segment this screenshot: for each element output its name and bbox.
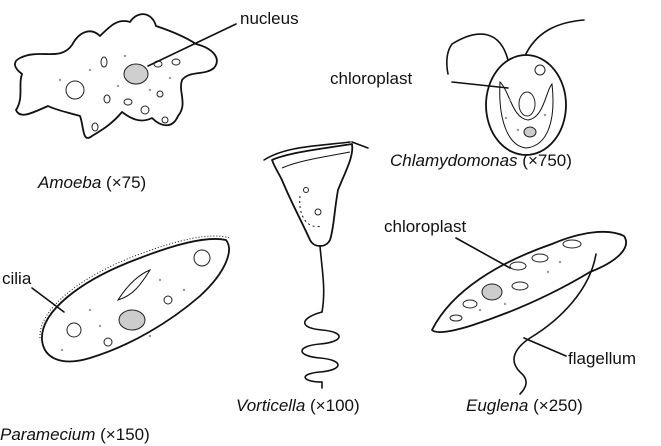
vorticella-magnification: (×100) <box>305 396 359 415</box>
chlamydomonas-magnification: (×750) <box>518 151 572 170</box>
paramecium-body <box>42 239 229 361</box>
chlamydomonas-drawing <box>447 20 584 155</box>
paramecium-drawing <box>32 236 230 361</box>
amoeba-name: Amoeba <box>37 173 101 192</box>
vorticella-stalk <box>320 246 324 312</box>
paramecium-caption: Paramecium (×150) <box>0 425 150 444</box>
vorticella-name: Vorticella <box>236 396 305 415</box>
nucleus-label: nucleus <box>240 9 299 28</box>
amoeba-drawing <box>15 14 236 138</box>
amoeba-body <box>15 14 217 138</box>
chlamydomonas-caption: Chlamydomonas (×750) <box>390 151 572 170</box>
vorticella-caption: Vorticella (×100) <box>236 396 360 415</box>
amoeba-nucleus <box>124 64 148 84</box>
cilia-leader-line <box>32 288 64 312</box>
vorticella-coiled-stalk <box>302 312 339 382</box>
chlamy-pyrenoid <box>524 127 536 137</box>
euglena-magnification: (×250) <box>528 396 582 415</box>
euglena-caption: Euglena (×250) <box>466 396 583 415</box>
euglena-name: Euglena <box>466 396 528 415</box>
cilia-label: cilia <box>2 269 32 288</box>
chlamy-nucleus <box>519 92 535 116</box>
amoeba-magnification: (×75) <box>101 173 146 192</box>
chlamy-flagellum-right <box>524 20 584 58</box>
amoeba-caption: Amoeba (×75) <box>37 173 146 192</box>
paramecium-macronucleus <box>119 310 145 330</box>
euglena-chloroplast-leader-line <box>456 238 510 268</box>
euglena-drawing <box>432 232 626 394</box>
chloroplast-label-chlamydomonas: chloroplast <box>330 69 412 88</box>
euglena-body <box>432 232 626 332</box>
chloroplast-label-euglena: chloroplast <box>384 217 466 236</box>
paramecium-magnification: (×150) <box>95 425 149 444</box>
vorticella-drawing <box>264 142 368 388</box>
flagellum-label: flagellum <box>568 349 636 368</box>
chlamydomonas-name: Chlamydomonas <box>390 151 518 170</box>
paramecium-name: Paramecium <box>0 425 95 444</box>
flagellum-leader-line <box>524 338 566 356</box>
vorticella-cilia-right <box>352 142 368 148</box>
euglena-nucleus <box>482 284 502 300</box>
